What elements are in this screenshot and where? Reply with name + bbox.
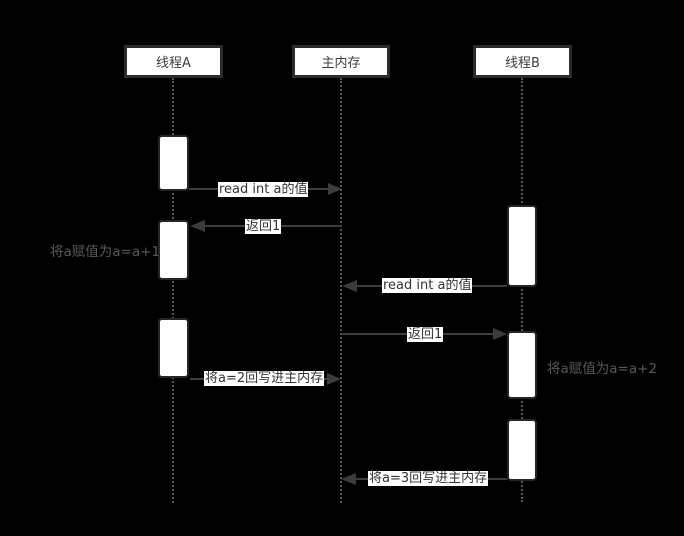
lifeline-main-memory: [340, 78, 342, 503]
message-2-arrowhead-icon: [190, 220, 205, 232]
activation-thread-a-1: [158, 135, 189, 191]
message-5-arrowhead-icon: [327, 373, 341, 385]
message-3-label: read int a的值: [382, 278, 473, 293]
participant-thread-a-label: 线程A: [156, 56, 191, 71]
activation-thread-a-3: [158, 318, 189, 378]
activation-thread-b-2: [507, 331, 537, 399]
note-thread-a-assign: 将a赋值为a=a+1: [50, 244, 161, 260]
message-1-arrowhead-icon: [328, 183, 342, 195]
lifeline-thread-b: [521, 78, 523, 502]
message-6-arrowhead-icon: [341, 473, 356, 485]
activation-thread-b-1: [507, 205, 537, 287]
message-4-label: 返回1: [407, 327, 444, 342]
message-5-label: 将a=2回写进主内存: [204, 371, 325, 386]
message-3-arrowhead-icon: [342, 280, 357, 292]
message-6-label: 将a=3回写进主内存: [368, 471, 489, 486]
participant-main-memory-label: 主内存: [321, 56, 361, 71]
message-4-arrowhead-icon: [493, 328, 507, 340]
message-1-label: read int a的值: [218, 182, 309, 197]
participant-thread-b: 线程B: [473, 45, 572, 78]
note-thread-b-assign: 将a赋值为a=a+2: [547, 361, 658, 377]
lifeline-thread-a: [172, 78, 174, 503]
activation-thread-b-3: [507, 419, 537, 481]
activation-thread-a-2: [158, 220, 189, 280]
message-2-label: 返回1: [245, 219, 282, 234]
participant-thread-a: 线程A: [124, 45, 223, 78]
participant-main-memory: 主内存: [292, 45, 390, 78]
participant-thread-b-label: 线程B: [505, 56, 540, 71]
